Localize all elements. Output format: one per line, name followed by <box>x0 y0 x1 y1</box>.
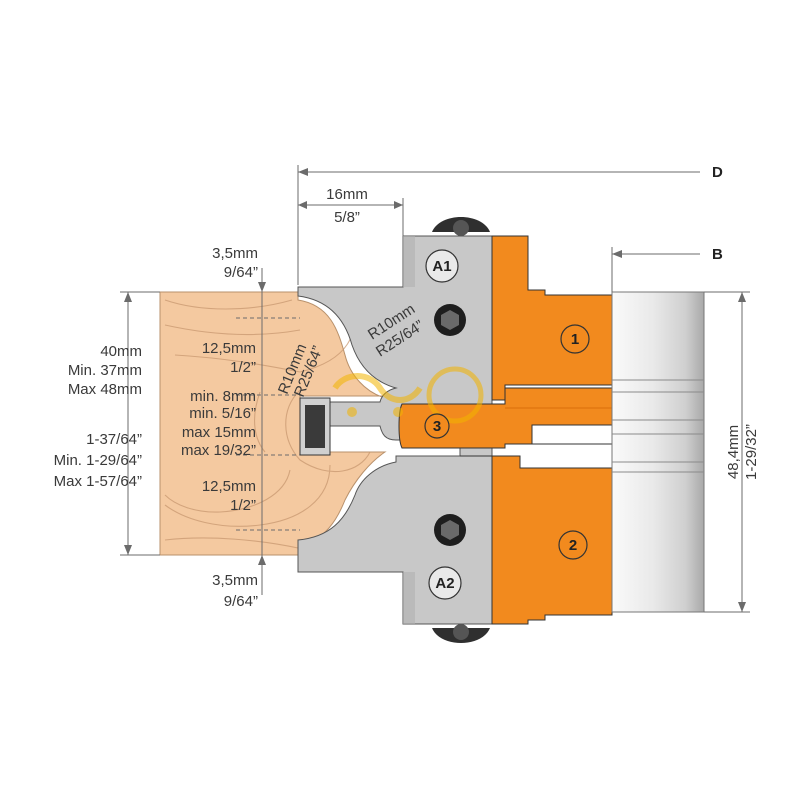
dim-stock <box>120 291 160 556</box>
label-lower-depth-in: 1/2” <box>230 497 256 514</box>
label-upper-depth-mm: 12,5mm <box>202 340 256 357</box>
badge-2: 2 <box>558 530 588 560</box>
badge-1-label: 1 <box>571 331 579 348</box>
label-upper-depth-in: 1/2” <box>230 359 256 376</box>
dim-d <box>297 165 700 285</box>
dim-center-chain <box>236 268 300 595</box>
label-lower-depth-mm: 12,5mm <box>202 478 256 495</box>
badge-a2-label: A2 <box>435 575 454 592</box>
bottom-cap <box>432 624 490 643</box>
dim-tool-height <box>704 291 750 613</box>
label-groove-min-in: min. 5/16” <box>189 405 256 422</box>
label-stock-max-in: Max 1-57/64” <box>54 473 142 490</box>
label-tool-height-in: 1-29/32” <box>743 424 760 480</box>
badge-3-label: 3 <box>433 418 441 435</box>
label-bottom-gap-mm: 3,5mm <box>212 572 258 589</box>
badge-a2: A2 <box>428 566 462 600</box>
marker-b: B <box>712 246 723 263</box>
label-stock-min-mm: Min. 37mm <box>68 362 142 379</box>
label-stock-max-mm: Max 48mm <box>68 381 142 398</box>
lower-screw-icon <box>434 514 466 546</box>
label-tool-height-mm: 48,4mm <box>725 425 742 479</box>
marker-d: D <box>712 164 723 181</box>
label-top-gap-in: 9/64” <box>224 264 258 281</box>
dim-b <box>611 247 700 292</box>
label-groove-min-mm: min. 8mm <box>190 388 256 405</box>
groove-tip <box>299 397 331 456</box>
label-stock-in: 1-37/64” <box>86 431 142 448</box>
label-stock-min-in: Min. 1-29/64” <box>54 452 142 469</box>
label-top-width-in: 5/8” <box>334 209 360 226</box>
label-top-gap-mm: 3,5mm <box>212 245 258 262</box>
label-groove-max-in: max 19/32” <box>181 442 256 459</box>
label-stock-mm: 40mm <box>100 343 142 360</box>
badge-1: 1 <box>560 324 590 354</box>
label-groove-max-mm: max 15mm <box>182 424 256 441</box>
label-top-width-mm: 16mm <box>326 186 368 203</box>
wood-profile <box>159 291 387 556</box>
label-bottom-gap-in: 9/64” <box>224 593 258 610</box>
badge-a1-label: A1 <box>432 258 451 275</box>
wood-workpiece <box>159 291 387 556</box>
badge-a1: A1 <box>425 249 459 283</box>
wood-grain <box>164 299 371 549</box>
watermark-logo <box>332 366 484 424</box>
top-cap <box>432 217 490 236</box>
upper-screw-icon <box>434 304 466 336</box>
dim-16mm <box>298 198 404 236</box>
badge-2-label: 2 <box>569 537 577 554</box>
arbor-spindle <box>611 291 705 613</box>
orange-body-upper <box>491 235 613 401</box>
badge-3: 3 <box>424 413 450 439</box>
orange-body-lower <box>491 455 613 625</box>
